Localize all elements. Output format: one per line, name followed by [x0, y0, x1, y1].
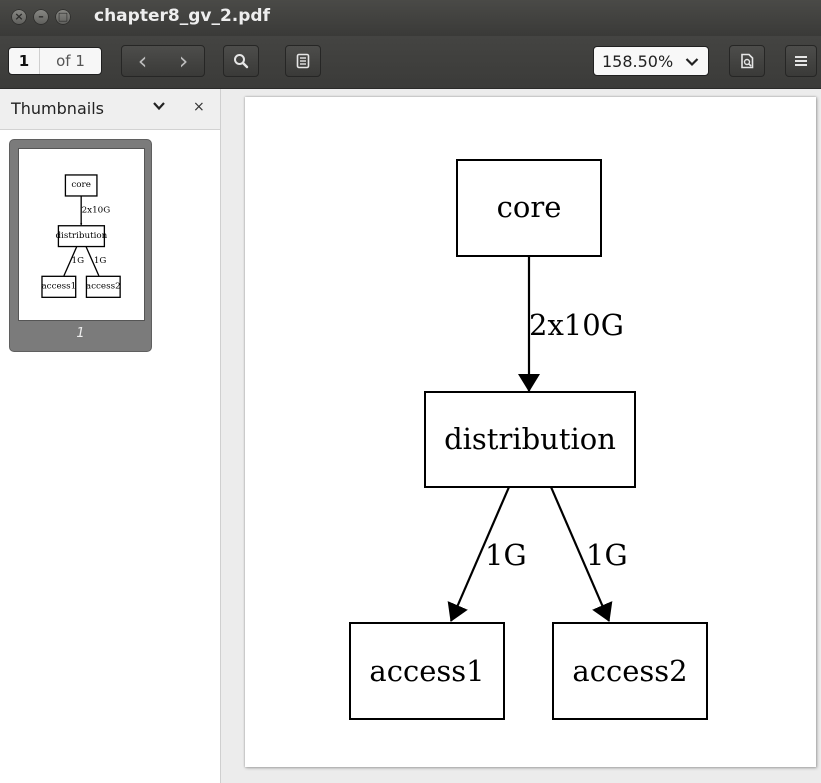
edge-label-1g-left: 1G: [485, 538, 527, 572]
present-icon: [741, 53, 754, 69]
thumb-node-distribution: distribution: [55, 231, 107, 241]
sidebar-header: Thumbnails ×: [0, 89, 220, 130]
node-access1: [349, 622, 505, 720]
zoom-value: 158.50%: [602, 51, 674, 71]
previous-page-button[interactable]: ‹: [123, 47, 163, 75]
menu-button[interactable]: [785, 45, 817, 77]
edge-label-2x10g: 2x10G: [529, 308, 624, 342]
page-navigation-group: ‹ ›: [121, 45, 205, 77]
title-bar: × – □ chapter8_gv_2.pdf: [0, 0, 821, 36]
thumb-node-access2: access2: [86, 282, 121, 292]
annotations-icon: [296, 53, 310, 69]
search-icon: [234, 54, 249, 69]
node-access2-label: access2: [572, 654, 687, 688]
next-page-button[interactable]: ›: [164, 47, 204, 75]
thumb-edge-label-1g-right: 1G: [94, 256, 107, 266]
chevron-right-icon: ›: [178, 47, 189, 75]
network-diagram: core 2x10G distribution 1G 1G access1 ac…: [349, 159, 708, 720]
window-minimize-button[interactable]: –: [33, 9, 49, 25]
node-access2: [552, 622, 708, 720]
sidebar-close-button[interactable]: ×: [193, 99, 205, 115]
thumb-edge-label-1g-left: 1G: [72, 256, 85, 266]
toolbar: 1 of 1 ‹ › 158.50%: [0, 36, 821, 89]
chevron-down-icon: [153, 102, 165, 111]
sidebar-mode-dropdown[interactable]: [152, 98, 166, 116]
thumb-node-access1: access1: [41, 282, 76, 292]
thumbnail-image: core 2x10G distribution 1G 1G access1 ac…: [18, 148, 145, 321]
document-viewer[interactable]: core 2x10G distribution 1G 1G access1 ac…: [221, 89, 821, 783]
node-core-label: core: [497, 190, 562, 224]
document-page: core 2x10G distribution 1G 1G access1 ac…: [245, 97, 816, 767]
thumbnail-graph: core 2x10G distribution 1G 1G access1 ac…: [41, 174, 121, 298]
page-count-label: of 1: [56, 52, 85, 70]
window-maximize-button[interactable]: □: [55, 9, 71, 25]
page-number-input[interactable]: 1: [9, 48, 40, 74]
node-core: [456, 159, 602, 257]
maximize-icon: □: [57, 10, 69, 23]
thumbnail-page-1[interactable]: core 2x10G distribution 1G 1G access1 ac…: [9, 139, 152, 352]
close-icon: ×: [14, 10, 24, 23]
close-icon: ×: [193, 99, 205, 115]
chevron-left-icon: ‹: [137, 47, 148, 75]
edge-distribution-access1: [447, 486, 511, 622]
presentation-button[interactable]: [729, 45, 765, 77]
annotations-button[interactable]: [285, 45, 321, 77]
node-access1-label: access1: [369, 654, 484, 688]
thumbnail-page-label: 1: [76, 326, 85, 341]
minimize-icon: –: [38, 10, 44, 23]
edge-distribution-access2: [549, 486, 613, 622]
thumb-node-core: core: [71, 180, 91, 190]
thumb-edge-label-2x10g: 2x10G: [82, 206, 111, 216]
chevron-down-icon: [678, 52, 706, 71]
node-distribution-label: distribution: [444, 422, 616, 456]
edge-label-1g-right: 1G: [586, 538, 628, 572]
find-button[interactable]: [223, 45, 259, 77]
menu-icon: [795, 56, 807, 66]
sidebar-title: Thumbnails: [11, 99, 104, 118]
zoom-select[interactable]: 158.50%: [593, 46, 709, 76]
page-number-field[interactable]: 1 of 1: [8, 47, 102, 75]
sidebar: Thumbnails × core 2x10G distribution: [0, 89, 221, 783]
window-close-button[interactable]: ×: [11, 9, 27, 25]
node-distribution: [424, 391, 636, 488]
window-title: chapter8_gv_2.pdf: [94, 6, 270, 26]
